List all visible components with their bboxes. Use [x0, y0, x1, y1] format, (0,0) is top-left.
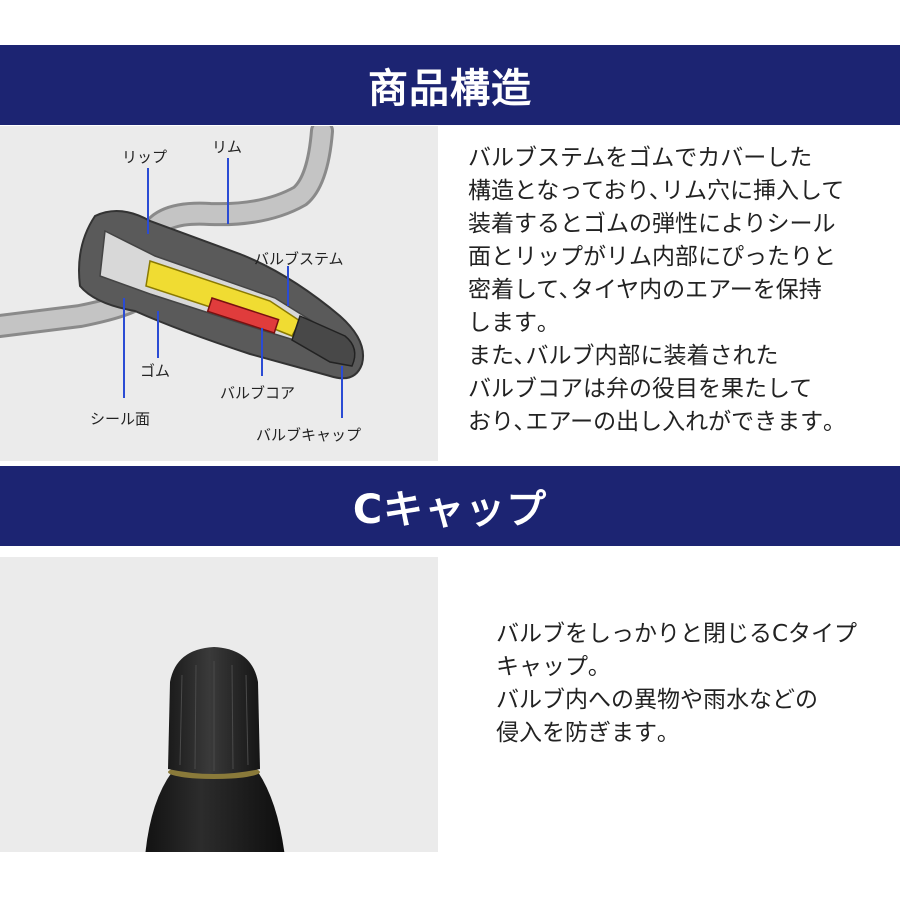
structure-description-line: おり､エアーの出し入れができます｡ — [468, 409, 835, 435]
valve-cap — [291, 314, 356, 367]
cap-description-line: バルブをしっかりと閉じるCタイプ — [496, 621, 858, 647]
label-valve-core: バルブコア — [220, 384, 295, 402]
structure-description-line: します｡ — [468, 310, 549, 336]
valve-rubber-body — [145, 772, 285, 852]
cap-description-line: 侵入を防ぎます｡ — [496, 720, 669, 746]
cap-description: バルブをしっかりと閉じるCタイプ キャップ｡ バルブ内への異物や雨水などの 侵入… — [496, 618, 876, 750]
c-cap-illustration — [145, 647, 285, 852]
label-lip: リップ — [122, 148, 167, 166]
structure-description-line: 装着するとゴムの弾性によりシール — [468, 211, 836, 237]
structure-description-line: また､バルブ内部に装着された — [468, 343, 779, 369]
structure-description-line: 面とリップがリム内部にぴったりと — [468, 244, 836, 270]
c-cap-ridges — [179, 661, 249, 771]
label-rubber: ゴム — [140, 362, 170, 380]
structure-description: バルブステムをゴムでカバーした 構造となっており､リム穴に挿入して 装着するとゴ… — [468, 142, 888, 439]
label-valve-cap: バルブキャップ — [256, 426, 361, 444]
section-banner-cap: Cキャップ — [0, 466, 900, 546]
cap-description-line: キャップ｡ — [496, 654, 600, 680]
valve-structure-diagram: リップ リム バルブステム ゴム バルブコア シール面 バルブキャップ — [0, 126, 438, 461]
label-valve-stem: バルブステム — [254, 250, 344, 268]
section-title-cap: Cキャップ — [352, 487, 548, 533]
valve-cross-section-illustration: リップ リム バルブステム ゴム バルブコア シール面 バルブキャップ — [0, 126, 364, 444]
section-banner-structure: 商品構造 — [0, 45, 900, 125]
structure-description-line: バルブステムをゴムでカバーした — [468, 145, 813, 171]
valve-core — [206, 297, 280, 334]
label-seal-face: シール面 — [90, 410, 150, 428]
label-rim: リム — [212, 138, 242, 156]
structure-description-line: バルブコアは弁の役目を果たして — [468, 376, 813, 402]
c-cap-photo — [0, 557, 438, 852]
structure-description-line: 密着して､タイヤ内のエアーを保持 — [468, 277, 822, 303]
section-title-structure: 商品構造 — [368, 66, 532, 112]
structure-description-line: 構造となっており､リム穴に挿入して — [468, 178, 845, 204]
cap-description-line: バルブ内への異物や雨水などの — [496, 687, 818, 713]
